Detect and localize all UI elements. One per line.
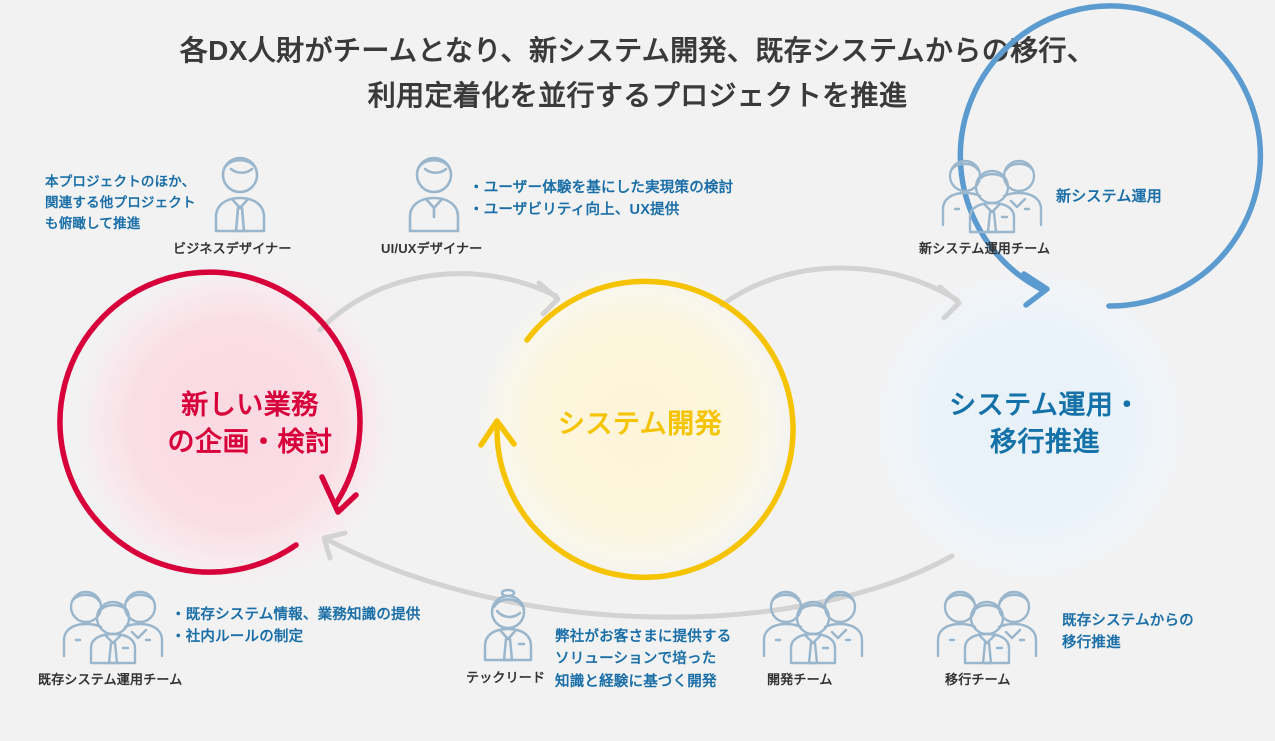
figure-new-system-ops-team: 新システム運用チーム 新システム運用 — [919, 157, 1162, 256]
figure-tech-lead: テックリード 弊社がお客さまに提供する ソリューションで培った 知識と経験に基づ… — [466, 588, 731, 690]
figure-ui-ux-designer: UI/UXデザイナー ・ユーザー体験を基にした実現策の検討 ・ユーザビリティ向上… — [381, 155, 733, 256]
figure-development-team: 開発チーム — [758, 588, 868, 687]
figure-legacy-system-ops-team: 既存システム運用チーム ・既存システム情報、業務知識の提供 ・社内ルールの制定 — [38, 588, 420, 687]
role-label: UI/UXデザイナー — [381, 241, 483, 256]
single-person-icon — [214, 156, 266, 233]
flow-arrow-plan-to-dev — [317, 271, 561, 333]
note-text: ・ユーザー体験を基にした実現策の検討 ・ユーザビリティ向上、UX提供 — [469, 180, 734, 219]
tech-lead-icon — [483, 588, 533, 662]
note-text: 新システム運用 — [1056, 188, 1162, 205]
role-label: 既存システム運用チーム — [38, 672, 183, 687]
role-label: 開発チーム — [767, 672, 833, 687]
page-title: 各DX人財がチームとなり、新システム開発、既存システムからの移行、 利用定着化を… — [179, 35, 1096, 112]
team-icon — [936, 590, 1038, 665]
role-label: 移行チーム — [945, 672, 1011, 687]
note-text: 既存システムからの 移行推進 — [1062, 613, 1194, 652]
flow-arrow-dev-to-ops — [719, 265, 962, 321]
flow-arrow-ops-to-plan — [321, 530, 955, 620]
figure-business-designer: ビジネスデザイナー 本プロジェクトのほか、 関連する他プロジェクト も俯瞰して推… — [45, 155, 291, 256]
note-text: ・既存システム情報、業務知識の提供 ・社内ルールの制定 — [171, 607, 421, 646]
note-text: 本プロジェクトのほか、 関連する他プロジェクト も俯瞰して推進 — [45, 174, 196, 231]
dev-circle-glow — [469, 257, 805, 593]
plan-circle — [57, 269, 363, 575]
note-text: 弊社がお客さまに提供する ソリューションで培った 知識と経験に基づく開発 — [555, 629, 732, 690]
role-label: テックリード — [466, 670, 546, 685]
dev-circle — [478, 278, 796, 581]
dev-circle-label: システム開発 — [557, 409, 723, 439]
team-icon — [762, 590, 864, 665]
plan-circle-label: 新しい業務 の企画・検討 — [167, 390, 333, 458]
ops-circle-glow — [860, 255, 1200, 595]
team-icon — [62, 590, 164, 665]
team-icon — [941, 159, 1043, 234]
single-person-icon — [408, 156, 460, 233]
figure-migration-team: 移行チーム 既存システムからの 移行推進 — [932, 588, 1194, 687]
ops-circle-label: システム運用・ 移行推進 — [949, 390, 1141, 458]
plan-circle-glow — [65, 255, 405, 595]
role-label: ビジネスデザイナー — [173, 241, 292, 256]
role-label: 新システム運用チーム — [919, 241, 1051, 256]
ops-circle — [957, 3, 1264, 309]
